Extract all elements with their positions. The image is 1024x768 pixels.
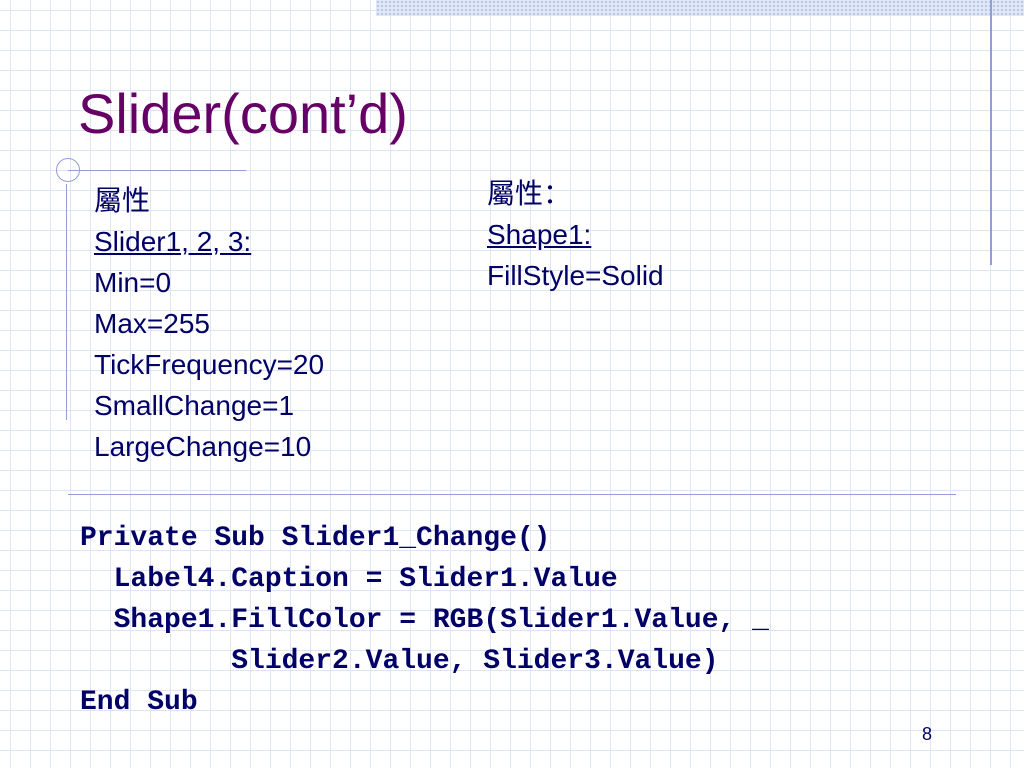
- code-line: Slider2.Value, Slider3.Value): [80, 646, 719, 677]
- property-fill-style: FillStyle=Solid: [487, 260, 664, 291]
- ring-ornament-icon: [56, 158, 80, 182]
- title-underline: [68, 170, 246, 171]
- property-min: Min=0: [94, 267, 172, 298]
- top-decorative-band: [376, 0, 1024, 16]
- code-line: Shape1.FillColor = RGB(Slider1.Value, _: [80, 605, 769, 636]
- properties-heading: 屬性: [94, 184, 151, 217]
- title-underline-decoration: [56, 158, 246, 184]
- slider-subject-label: Slider1, 2, 3:: [94, 226, 252, 257]
- code-line: End Sub: [80, 687, 198, 718]
- code-line: Label4.Caption = Slider1.Value: [80, 564, 618, 595]
- right-decorative-rule: [990, 0, 992, 265]
- code-line: Private Sub Slider1_Change(): [80, 523, 551, 554]
- property-large-change: LargeChange=10: [94, 431, 312, 462]
- property-max: Max=255: [94, 308, 210, 339]
- shape-subject-label: Shape1:: [487, 219, 592, 250]
- property-small-change: SmallChange=1: [94, 390, 295, 421]
- slide-title: Slider(cont’d): [78, 82, 408, 145]
- code-block: Private Sub Slider1_Change() Label4.Capt…: [80, 518, 769, 723]
- left-decorative-rule: [66, 184, 67, 420]
- properties-heading: 屬性：: [487, 177, 572, 210]
- page-number: 8: [922, 724, 933, 744]
- section-divider: [68, 494, 956, 495]
- shape-properties-block: 屬性： Shape1: FillStyle=Solid: [487, 173, 664, 296]
- property-tick-frequency: TickFrequency=20: [94, 349, 325, 380]
- slider-properties-block: 屬性 Slider1, 2, 3: Min=0 Max=255 TickFreq…: [94, 180, 324, 467]
